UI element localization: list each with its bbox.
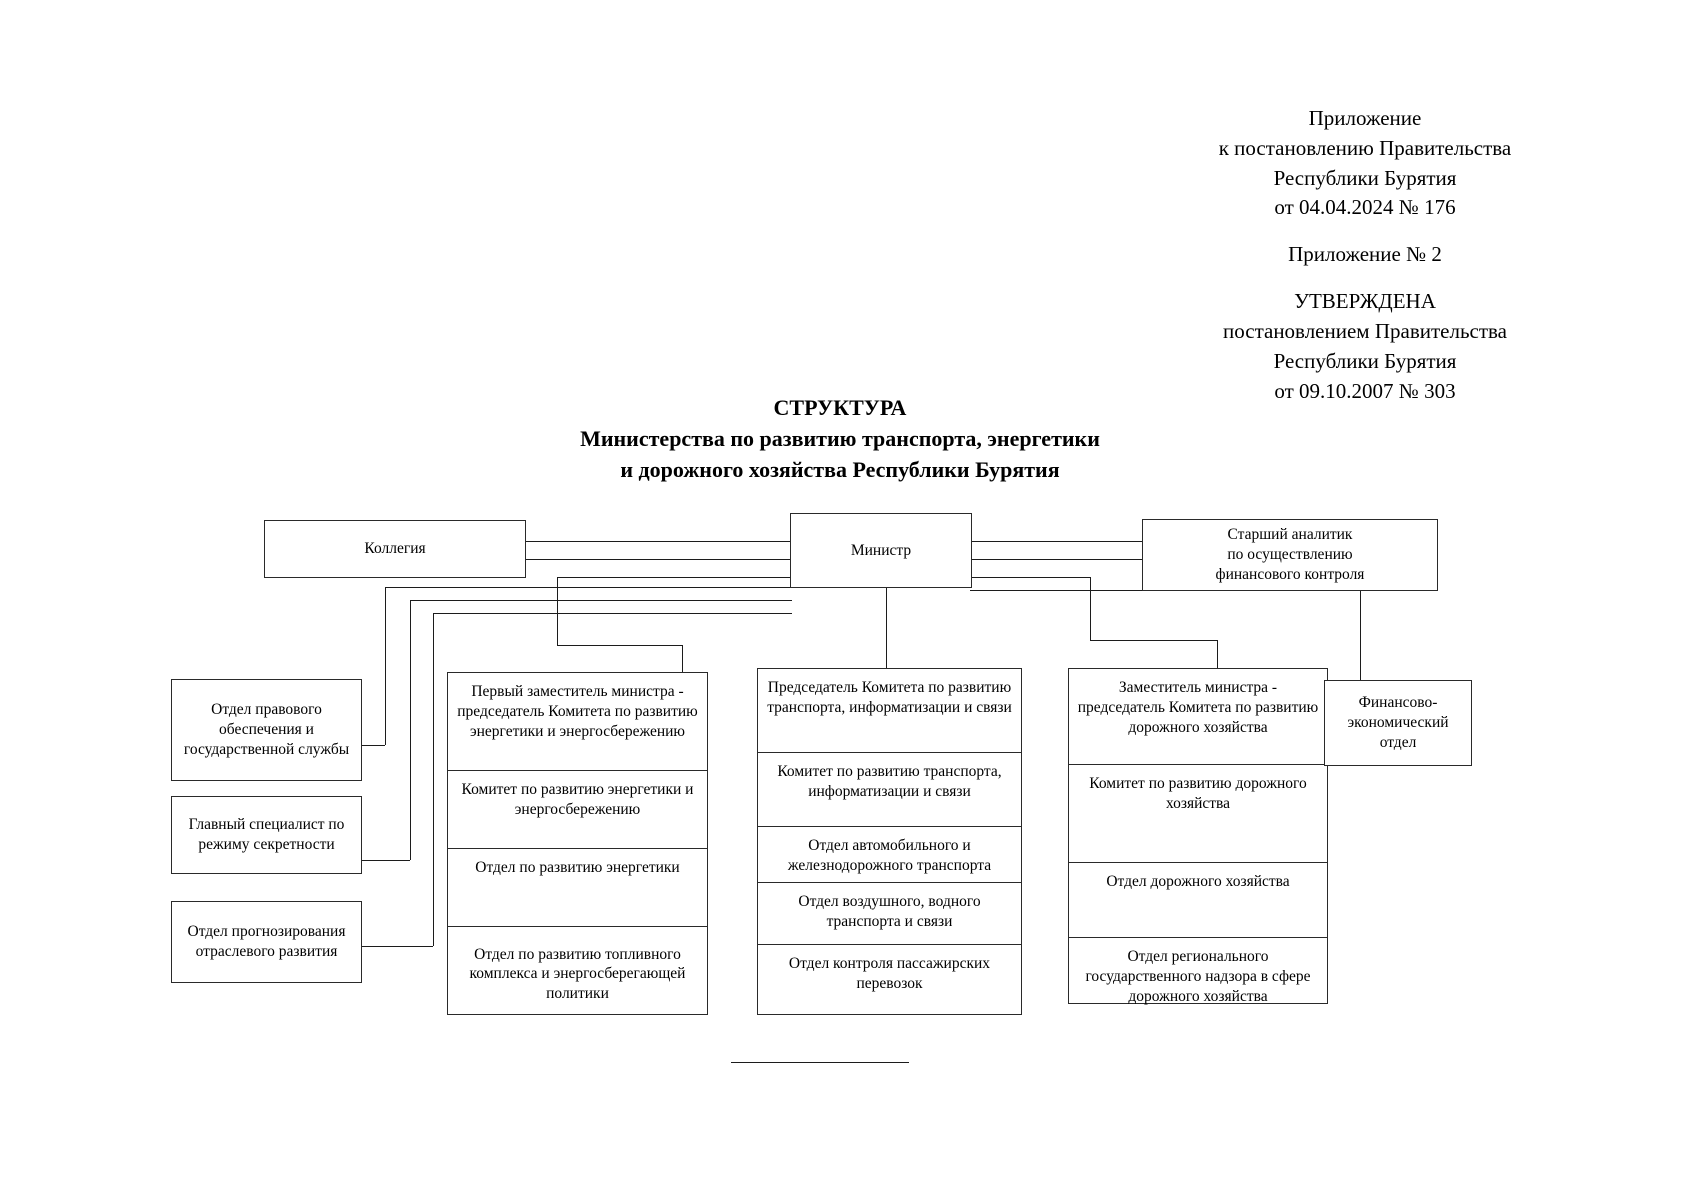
cell-first-deputy-minister-energy[interactable]: Первый заместитель министра - председате… — [448, 673, 707, 771]
cell-regional-road-supervision-dept[interactable]: Отдел регионального государственного над… — [1069, 938, 1327, 1005]
connector-left-col-vertical-3 — [433, 613, 435, 946]
connector-left-col-secrecy — [362, 860, 410, 862]
connector-left-col-legal — [362, 745, 385, 747]
connector-minister-bus-right-1 — [970, 577, 1090, 579]
connector-minister-bus-left-2 — [385, 587, 792, 589]
cell-fuel-complex-dept[interactable]: Отдел по развитию топливного комплекса и… — [448, 927, 707, 1014]
box-finance-economic-dept-label: Финансово-экономический отдел — [1347, 694, 1449, 751]
cell-road-economy-dept-label: Отдел дорожного хозяйства — [1106, 873, 1290, 890]
box-legal-and-civil-service-dept-label: Отдел правового обеспечения и государств… — [183, 701, 350, 758]
connector-energy-drop-vertical — [557, 577, 559, 645]
stack-road-column: Заместитель министра - председатель Коми… — [1068, 668, 1328, 1005]
box-minister[interactable]: Министр — [790, 513, 972, 588]
box-collegium[interactable]: Коллегия — [264, 520, 526, 578]
cell-transport-committee-chairman-label: Председатель Комитета по развитию трансп… — [767, 679, 1012, 716]
cell-air-water-transport-dept[interactable]: Отдел воздушного, водного транспорта и с… — [758, 883, 1021, 945]
cell-road-economy-dept[interactable]: Отдел дорожного хозяйства — [1069, 863, 1327, 938]
connector-collegium-minister-bottom — [525, 559, 790, 561]
header-appendix-number: Приложение № 2 — [1288, 242, 1442, 267]
connector-left-col-vertical-1 — [385, 587, 387, 745]
cell-passenger-transport-control-dept[interactable]: Отдел контроля пассажирских перевозок — [758, 945, 1021, 1016]
cell-fuel-complex-dept-label: Отдел по развитию топливного комплекса и… — [469, 945, 686, 1003]
approved-line-3: Республики Бурятия — [1273, 348, 1457, 373]
connector-road-drop-vertical — [1090, 577, 1092, 640]
cell-deputy-minister-road-label: Заместитель министра - председатель Коми… — [1077, 679, 1319, 736]
header-line-2: к постановлению Правительства — [1218, 135, 1512, 160]
box-sector-development-forecasting-dept-label: Отдел прогнозирования отраслевого развит… — [187, 923, 346, 960]
connector-collegium-minister-top — [525, 541, 790, 543]
header-line-1: Приложение — [1308, 106, 1422, 130]
box-secrecy-regime-specialist-label: Главный специалист по режиму секретности — [188, 816, 345, 853]
cell-first-deputy-minister-energy-label: Первый заместитель министра - председате… — [457, 683, 698, 740]
stack-energy-column: Первый заместитель министра - председате… — [447, 672, 708, 1015]
connector-minister-transport — [886, 587, 888, 671]
cell-regional-road-supervision-dept-label: Отдел регионального государственного над… — [1085, 948, 1311, 1005]
approved-line-4: от 09.10.2007 № 303 — [1274, 378, 1456, 403]
cell-energy-committee-label: Комитет по развитию энергетики и энергос… — [461, 781, 694, 818]
title-line-1: СТРУКТУРА — [773, 395, 907, 420]
cell-road-committee[interactable]: Комитет по развитию дорожного хозяйства — [1069, 765, 1327, 863]
cell-road-committee-label: Комитет по развитию дорожного хозяйства — [1089, 775, 1307, 812]
cell-road-and-rail-transport-dept-label: Отдел автомобильного и железнодорожного … — [787, 837, 992, 874]
connector-energy-horizontal — [557, 645, 682, 647]
approved-line-1: УТВЕРЖДЕНА — [1294, 289, 1436, 314]
connector-minister-analyst-top — [970, 541, 1142, 543]
box-collegium-label: Коллегия — [364, 540, 426, 558]
box-secrecy-regime-specialist[interactable]: Главный специалист по режиму секретности — [171, 796, 362, 874]
box-finance-economic-dept[interactable]: Финансово-экономический отдел — [1324, 680, 1472, 766]
box-sector-development-forecasting-dept[interactable]: Отдел прогнозирования отраслевого развит… — [171, 901, 362, 983]
cell-transport-committee-label: Комитет по развитию транспорта, информат… — [777, 763, 1002, 800]
cell-energy-development-dept-label: Отдел по развитию энергетики — [475, 859, 680, 876]
cell-deputy-minister-road[interactable]: Заместитель министра - председатель Коми… — [1069, 669, 1327, 765]
cell-transport-committee-chairman[interactable]: Председатель Комитета по развитию трансп… — [758, 669, 1021, 753]
footer-divider — [731, 1062, 909, 1064]
box-senior-analyst-label: Старший аналитик по осуществлению финанс… — [1215, 526, 1365, 583]
cell-transport-committee[interactable]: Комитет по развитию транспорта, информат… — [758, 753, 1021, 827]
cell-passenger-transport-control-dept-label: Отдел контроля пассажирских перевозок — [788, 955, 991, 992]
connector-energy-into-box — [682, 645, 684, 673]
page-title: СТРУКТУРА Министерства по развитию транс… — [360, 392, 1320, 486]
cell-air-water-transport-dept-label: Отдел воздушного, водного транспорта и с… — [798, 893, 981, 930]
title-line-2: Министерства по развитию транспорта, эне… — [580, 426, 1100, 452]
header-spacer-1 — [1155, 223, 1575, 240]
document-header: Приложение к постановлению Правительства… — [1155, 104, 1575, 406]
box-legal-and-civil-service-dept[interactable]: Отдел правового обеспечения и государств… — [171, 679, 362, 781]
approved-line-2: постановлением Правительства — [1222, 318, 1507, 343]
connector-minister-bus-left-3 — [410, 600, 792, 602]
connector-finance-vertical — [1360, 590, 1362, 680]
connector-minister-bus-left-1 — [557, 577, 792, 579]
connector-left-col-forecast — [362, 946, 433, 948]
connector-minister-bus-left-4 — [433, 613, 792, 615]
connector-left-col-vertical-2 — [410, 600, 412, 860]
connector-road-into-box — [1217, 640, 1219, 668]
box-senior-analyst[interactable]: Старший аналитик по осуществлению финанс… — [1142, 519, 1438, 591]
cell-energy-development-dept[interactable]: Отдел по развитию энергетики — [448, 849, 707, 927]
connector-minister-analyst-bottom — [970, 559, 1142, 561]
title-line-3: и дорожного хозяйства Республики Бурятия — [620, 457, 1060, 483]
header-line-4: от 04.04.2024 № 176 — [1274, 195, 1456, 220]
cell-energy-committee[interactable]: Комитет по развитию энергетики и энергос… — [448, 771, 707, 849]
header-spacer-2 — [1155, 270, 1575, 287]
connector-road-horizontal — [1090, 640, 1217, 642]
header-line-3: Республики Бурятия — [1273, 165, 1457, 190]
stack-transport-column: Председатель Комитета по развитию трансп… — [757, 668, 1022, 1015]
box-minister-label: Министр — [850, 541, 912, 559]
cell-road-and-rail-transport-dept[interactable]: Отдел автомобильного и железнодорожного … — [758, 827, 1021, 883]
